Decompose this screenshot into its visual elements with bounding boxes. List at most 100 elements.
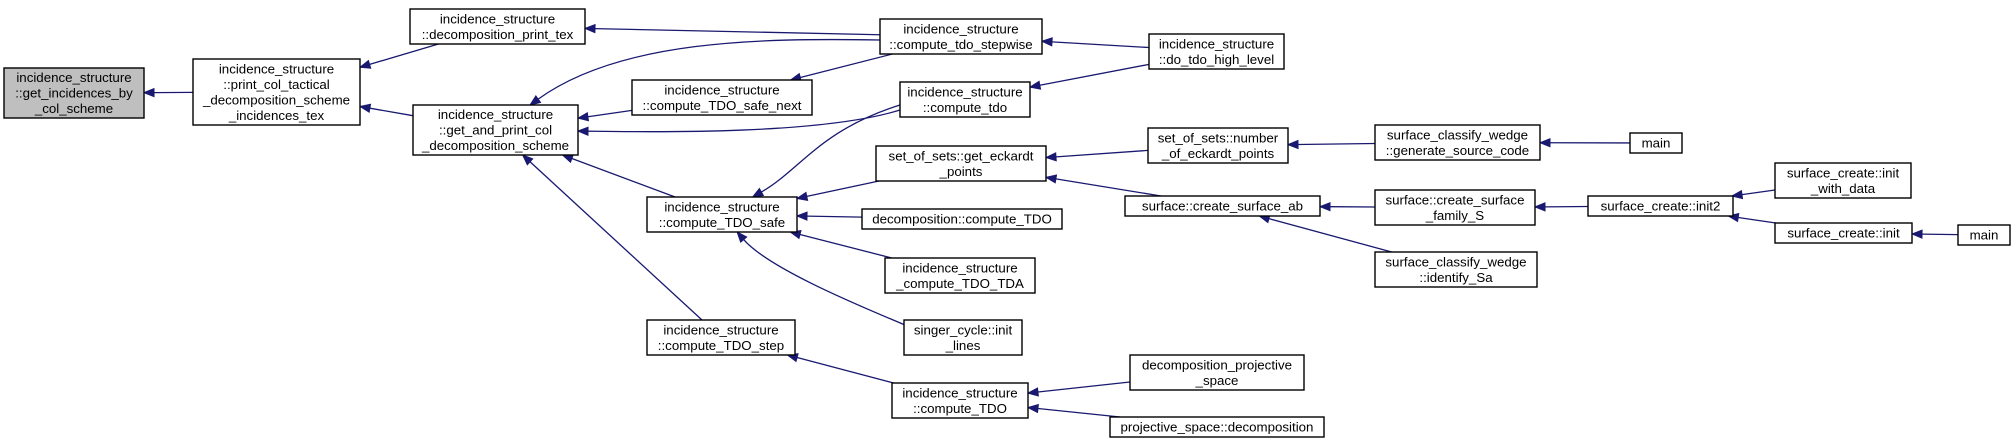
node-do-tdo[interactable]: incidence_structure::do_tdo_high_level [1148,33,1285,70]
node-label: ::get_incidences_by [15,86,133,101]
node-main1[interactable]: main [1629,132,1683,154]
node-box [899,81,1031,118]
node-family-S[interactable]: surface::create_surface_family_S [1374,189,1536,226]
node-box [884,257,1036,294]
node-label: main [1970,228,1999,243]
call-edge [1037,381,1131,393]
call-edge [1738,216,1776,224]
node-label: incidence_structure [219,61,334,76]
node-box [1374,124,1541,161]
call-edge [571,157,676,198]
node-main2[interactable]: main [1957,224,2011,246]
node-num-eckardt[interactable]: set_of_sets::number_of_eckardt_points [1147,127,1289,164]
node-root[interactable]: incidence_structure::get_incidences_by_c… [3,67,145,119]
node-label: projective_space::decomposition [1121,420,1314,435]
node-label: _family_S [1425,208,1485,223]
call-edge [1055,149,1149,158]
call-edge [806,215,863,218]
node-compute-TDO-safe[interactable]: incidence_structure::compute_TDO_safe [646,196,798,233]
node-label: _points [939,164,983,179]
arrowhead [1044,152,1057,162]
node-label: _of_eckardt_points [1161,146,1275,161]
node-label: incidence_structure [440,11,555,26]
call-edge [799,233,892,259]
node-decomp-print-tex[interactable]: incidence_structure::decomposition_print… [409,8,586,45]
node-label: singer_cycle::init [914,322,1013,337]
node-label: _decomposition_scheme [421,138,569,153]
node-label: decomposition_projective [1142,357,1292,372]
call-edge [1921,233,1959,236]
node-box [1148,33,1285,70]
node-singer[interactable]: singer_cycle::init_lines [903,319,1023,356]
node-label: incidence_structure [902,260,1017,275]
node-compute-tdo-lc[interactable]: incidence_structure::compute_tdo [899,81,1031,118]
node-label: set_of_sets::get_eckardt [889,148,1034,163]
arrowhead [795,191,809,201]
node-label: incidence_structure [903,21,1018,36]
arrowhead [1533,202,1546,212]
node-label: incidence_structure [1159,36,1274,51]
call-edge [369,43,439,66]
call-edge [1051,41,1150,49]
node-box [3,67,145,119]
arrowhead [583,23,596,34]
node-label: incidence_structure [664,82,779,97]
call-edge [1037,407,1121,418]
arrowhead [1730,189,1744,200]
arrowhead [358,59,372,69]
node-box [1629,132,1683,154]
node-label: decomposition::compute_TDO [872,212,1052,227]
node-label: ::compute_TDO [913,401,1007,416]
node-compute-TDO-step[interactable]: incidence_structure::compute_TDO_step [646,319,796,356]
node-label: surface_classify_wedge [1385,254,1526,269]
node-box [192,58,361,126]
arrowhead [1044,174,1058,184]
node-init[interactable]: surface_create::init [1774,222,1913,244]
node-label: ::compute_TDO_step [658,338,784,353]
node-decomp-compute[interactable]: decomposition::compute_TDO [861,208,1063,230]
arrowhead [1910,229,1923,239]
node-label: _with_data [1810,181,1876,196]
node-box [1774,222,1913,244]
node-label: surface_create::init [1787,226,1900,241]
node-with-data[interactable]: surface_create::init_with_data [1774,162,1912,199]
node-create-ab[interactable]: surface::create_surface_ab [1124,195,1321,217]
node-label: surface::create_surface_ab [1142,199,1303,214]
call-edge [1268,217,1392,253]
node-identify[interactable]: surface_classify_wedge::identify_Sa [1374,251,1538,288]
node-proj-dec[interactable]: projective_space::decomposition [1109,416,1325,438]
node-label: incidence_structure [663,322,778,337]
node-label: _decomposition_scheme [202,92,350,107]
node-box [1109,416,1325,438]
node-box [891,382,1029,419]
arrowhead [1026,387,1039,397]
arrowhead [1286,139,1299,150]
node-label: ::do_tdo_high_level [1159,52,1274,67]
node-TDA[interactable]: incidence_structure_compute_TDO_TDA [884,257,1036,294]
node-compute-TDO[interactable]: incidence_structure::compute_TDO [891,382,1029,419]
node-box [631,79,813,116]
node-eckardt[interactable]: set_of_sets::get_eckardt_points [875,145,1047,182]
call-edge [537,38,881,100]
call-edge [1297,142,1376,146]
edges [142,23,1959,418]
node-box [1147,127,1289,164]
node-safe-next[interactable]: incidence_structure::compute_TDO_safe_ne… [631,79,813,116]
node-label: surface_classify_wedge [1387,127,1528,142]
arrowhead [1028,80,1042,90]
arrowhead [736,230,748,244]
node-box [1957,224,2011,246]
node-gen-src[interactable]: surface_classify_wedge::generate_source_… [1374,124,1541,161]
node-stepwise[interactable]: incidence_structure::compute_tdo_stepwis… [879,18,1043,55]
node-dec-proj[interactable]: decomposition_projective_space [1129,354,1305,391]
arrowhead [576,126,589,136]
node-box [1374,251,1538,288]
node-label: ::print_col_tactical [223,77,329,92]
node-get-and-print[interactable]: incidence_structure::get_and_print_col_d… [412,104,579,156]
node-label: ::get_and_print_col [439,123,552,138]
node-init2[interactable]: surface_create::init2 [1587,195,1734,217]
node-print-tact[interactable]: incidence_structure::print_col_tactical_… [192,58,361,126]
call-edge [1055,178,1162,197]
node-box [903,319,1023,356]
